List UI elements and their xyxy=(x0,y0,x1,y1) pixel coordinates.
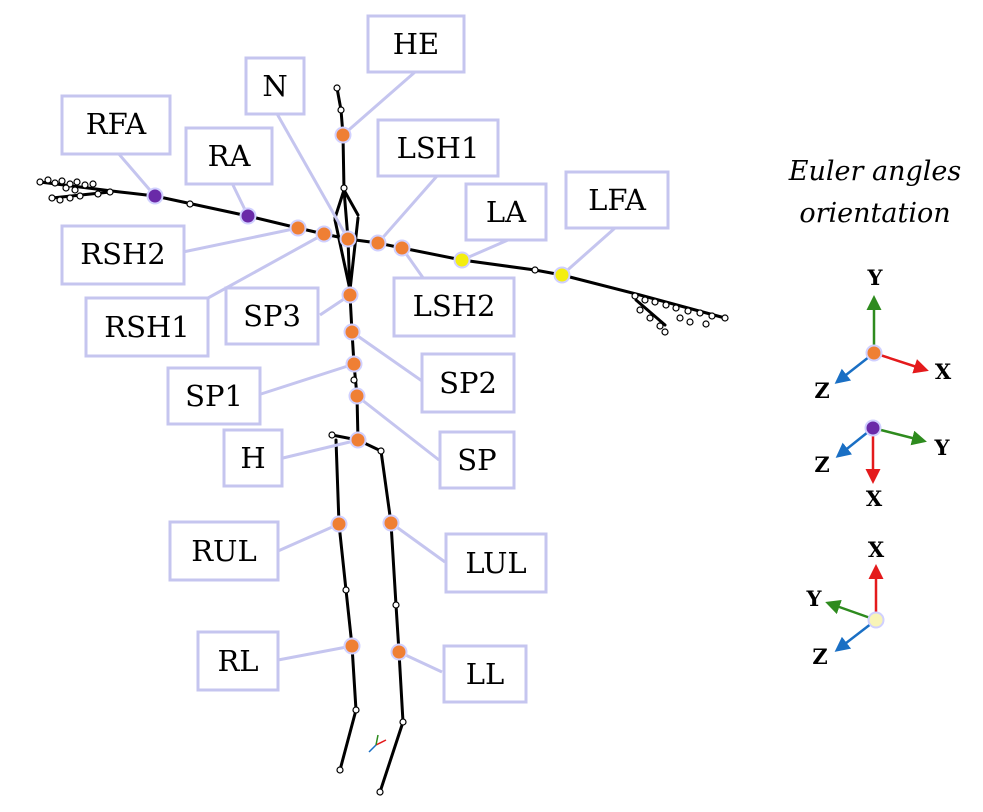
label-RL-text: RL xyxy=(217,644,258,678)
axis-label-z: Z xyxy=(814,452,829,477)
axis-label-z: Z xyxy=(814,378,829,403)
label-HE-text: HE xyxy=(393,27,439,61)
axis-label-y: Y xyxy=(867,265,884,290)
x-axis-arrow xyxy=(873,351,929,374)
axis-label-x: X xyxy=(866,486,883,511)
label-LSH1-text: LSH1 xyxy=(397,131,480,165)
orange-joint-swatch xyxy=(865,344,883,362)
label-RA: RA xyxy=(184,126,274,186)
label-SP2: SP2 xyxy=(420,352,516,414)
axis-label-y: Y xyxy=(806,586,823,611)
label-LSH2-text: LSH2 xyxy=(413,289,496,323)
axes-orange-joint: Y X Z xyxy=(814,265,952,403)
euler-title-line1: Euler angles xyxy=(788,156,961,187)
joint-RA xyxy=(239,207,257,225)
joint-RL xyxy=(343,637,361,655)
axes-purple-joint: Y X Z xyxy=(814,419,951,511)
euler-title-line2: orientation xyxy=(799,198,950,229)
label-SP-text: SP xyxy=(457,443,496,477)
joint-LUL xyxy=(382,514,400,532)
joint-RSH2 xyxy=(289,219,307,237)
label-RFA: RFA xyxy=(60,94,172,156)
label-SP1-text: SP1 xyxy=(185,379,243,413)
y-axis-arrow xyxy=(872,426,927,446)
label-RUL: RUL xyxy=(168,520,280,582)
axis-label-z: Z xyxy=(812,644,827,669)
joint-RFA xyxy=(146,187,164,205)
label-LFA: LFA xyxy=(564,170,670,230)
label-RA-text: RA xyxy=(208,139,252,173)
joint-LA xyxy=(453,251,471,269)
origin-tripod-icon xyxy=(368,734,387,753)
euler-legend: Euler angles orientation Y X Z Y X Z xyxy=(788,156,961,669)
label-SP3-text: SP3 xyxy=(243,299,301,333)
label-RUL-text: RUL xyxy=(191,534,257,568)
joint-LSH2 xyxy=(393,239,411,257)
label-RSH2-text: RSH2 xyxy=(80,237,165,271)
label-SP3: SP3 xyxy=(224,286,320,346)
axis-label-x: X xyxy=(935,359,952,384)
joint-SP xyxy=(348,387,366,405)
joint-RUL xyxy=(330,515,348,533)
axes-yellow-joint: X Y Z xyxy=(806,537,885,669)
purple-joint-swatch xyxy=(864,419,882,437)
skeleton-joints xyxy=(146,126,571,661)
joint-LFA xyxy=(553,266,571,284)
joint-RSH1 xyxy=(315,225,333,243)
label-SP2-text: SP2 xyxy=(439,366,497,400)
joint-LSH1 xyxy=(369,234,387,252)
label-LUL-text: LUL xyxy=(465,546,526,580)
yellow-joint-swatch xyxy=(867,611,885,629)
label-LUL: LUL xyxy=(444,532,548,594)
label-LSH2: LSH2 xyxy=(392,276,516,338)
joint-SP3 xyxy=(341,286,359,304)
label-LA: LA xyxy=(464,182,548,242)
label-RL: RL xyxy=(196,630,280,692)
label-RSH2: RSH2 xyxy=(60,224,186,286)
label-H-text: H xyxy=(240,441,265,475)
label-SP: SP xyxy=(438,430,516,490)
joint-SP2 xyxy=(343,323,361,341)
joint-HE xyxy=(334,126,352,144)
label-LL: LL xyxy=(442,644,528,704)
joint-N xyxy=(339,230,357,248)
mocap-markers xyxy=(36,84,729,796)
label-SP1: SP1 xyxy=(166,366,262,426)
axis-label-y: Y xyxy=(934,435,951,460)
label-LFA-text: LFA xyxy=(588,183,647,217)
label-LSH1: LSH1 xyxy=(376,118,500,178)
label-HE: HE xyxy=(366,14,466,74)
label-N: N xyxy=(244,56,306,116)
label-LA-text: LA xyxy=(486,195,527,229)
joint-labels: HE N RFA RA LSH1 LA LFA RSH2 LSH2 SP3 RS… xyxy=(60,14,670,704)
label-RSH1-text: RSH1 xyxy=(104,310,189,344)
axis-label-x: X xyxy=(868,537,885,562)
joint-LL xyxy=(390,643,408,661)
label-RSH1: RSH1 xyxy=(84,296,210,358)
label-H: H xyxy=(222,428,284,488)
label-N-text: N xyxy=(262,69,287,103)
joint-SP1 xyxy=(345,355,363,373)
joint-H xyxy=(349,431,367,449)
label-LL-text: LL xyxy=(466,657,505,691)
label-RFA-text: RFA xyxy=(86,107,147,141)
